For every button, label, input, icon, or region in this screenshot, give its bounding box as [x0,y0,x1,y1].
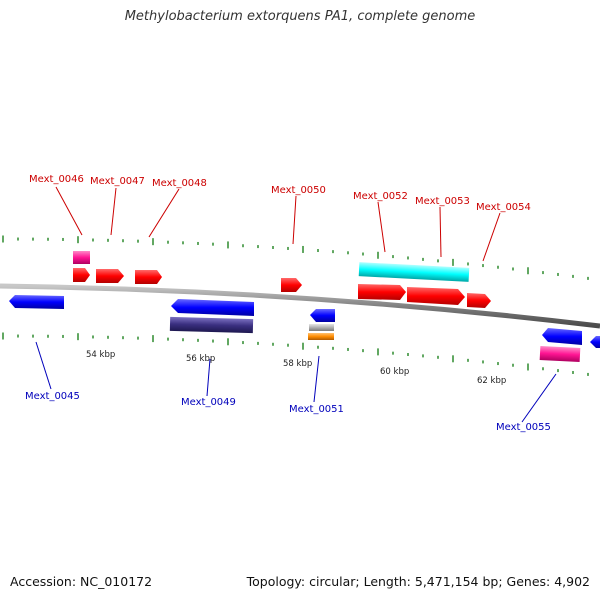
map-title: Methylobacterium extorquens PA1, complet… [124,9,476,24]
gene-mext-0049-lower[interactable] [169,316,254,334]
gene-mext-0053[interactable] [407,287,465,305]
gene-mext-0045[interactable] [9,295,64,309]
genome-summary-text: Topology: circular; Length: 5,471,154 bp… [246,574,590,589]
gene-mext-0051[interactable] [310,309,335,322]
scale-labels: 54 kbp 56 kbp 58 kbp 60 kbp 62 kbp [86,350,506,386]
gene-mext-0055-pink[interactable] [539,345,581,363]
scale-label-58kbp: 58 kbp [283,359,312,369]
outer-tick-ring [2,235,589,280]
scale-label-54kbp: 54 kbp [86,350,115,360]
gene-mext-0046-upper[interactable] [73,251,90,264]
gene-mext-0055[interactable] [542,328,582,345]
gene-edge-reverse[interactable] [590,336,600,348]
label-mext-0045[interactable]: Mext_0045 [25,391,80,402]
reverse-label-lines [35,341,557,423]
gene-mext-0047[interactable] [96,269,124,283]
label-mext-0048[interactable]: Mext_0048 [152,178,207,189]
label-mext-0051[interactable]: Mext_0051 [289,404,344,415]
gene-mext-0048[interactable] [135,270,162,284]
label-mext-0052[interactable]: Mext_0052 [353,191,408,202]
accession-text: Accession: NC_010172 [10,574,153,589]
gene-mext-0054[interactable] [467,293,491,308]
label-mext-0046[interactable]: Mext_0046 [29,174,84,185]
label-mext-0054[interactable]: Mext_0054 [476,202,531,213]
label-mext-0053[interactable]: Mext_0053 [415,196,470,207]
reverse-genes [9,295,600,363]
label-mext-0055[interactable]: Mext_0055 [496,422,551,433]
inner-tick-ring [2,332,589,376]
gene-mext-0052[interactable] [358,284,406,300]
scale-label-62kbp: 62 kbp [477,376,506,386]
label-mext-0047[interactable]: Mext_0047 [90,176,145,187]
forward-label-lines [55,186,501,262]
gene-mext-0051-gray[interactable] [309,324,334,331]
forward-genes [73,251,491,308]
reverse-gene-labels: Mext_0045 Mext_0049 Mext_0051 Mext_0055 [25,391,551,433]
gene-mext-0051-orange[interactable] [308,333,334,340]
gene-mext-0046[interactable] [73,268,90,282]
gene-mext-0050[interactable] [281,278,302,292]
label-mext-0049[interactable]: Mext_0049 [181,397,236,408]
genome-backbone [0,283,600,329]
forward-gene-labels: Mext_0046 Mext_0047 Mext_0048 Mext_0050 … [29,174,531,213]
scale-label-56kbp: 56 kbp [186,354,215,364]
gene-mext-0049[interactable] [171,299,254,316]
label-mext-0050[interactable]: Mext_0050 [271,185,326,196]
gene-mext-0052-cyan[interactable] [358,262,470,282]
scale-label-60kbp: 60 kbp [380,367,409,377]
